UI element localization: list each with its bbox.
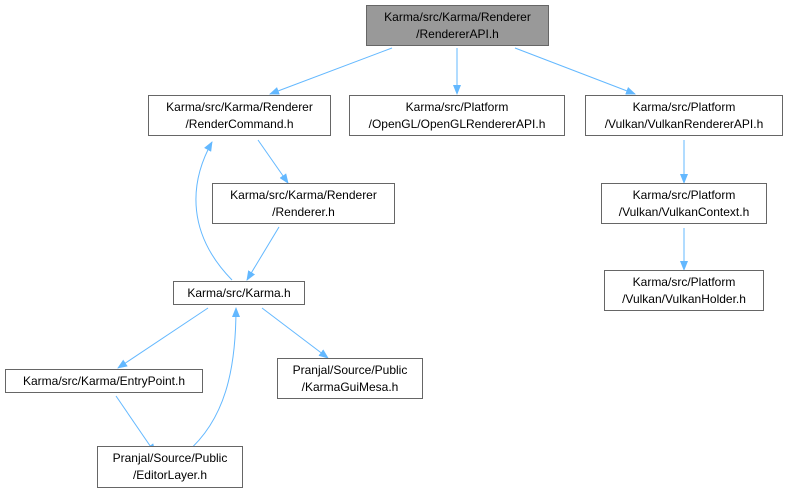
edge-editorlayer-to-entrypoint [115, 395, 156, 454]
node-entry-point-label: Karma/src/Karma/EntryPoint.h [23, 373, 185, 390]
node-karma[interactable]: Karma/src/Karma.h [173, 281, 305, 305]
edge-karmaguimesa-to-karma [261, 307, 329, 359]
edge-karma-to-rendercommand [195, 141, 233, 281]
node-renderer-api-label: Karma/src/Karma/Renderer /RendererAPI.h [384, 9, 531, 43]
node-label-line: /RenderCommand.h [185, 116, 294, 131]
node-label-line: Karma/src/Karma/Renderer [384, 9, 531, 24]
node-label-line: Pranjal/Source/Public [292, 362, 408, 377]
node-opengl-renderer-api[interactable]: Karma/src/Platform /OpenGL/OpenGLRendere… [349, 95, 565, 136]
node-label-line: Karma/src/Karma/EntryPoint.h [22, 373, 186, 388]
node-label-line: Karma/src/Karma/Renderer [166, 99, 313, 114]
node-label-line: /Renderer.h [272, 204, 335, 219]
edge-editorlayer-to-karma [185, 307, 240, 454]
node-label-line: /KarmaGuiMesa.h [301, 379, 399, 394]
node-entry-point[interactable]: Karma/src/Karma/EntryPoint.h [5, 369, 203, 393]
node-editor-layer-label: Pranjal/Source/Public /EditorLayer.h [113, 450, 228, 484]
node-renderer[interactable]: Karma/src/Karma/Renderer /Renderer.h [212, 183, 395, 224]
node-label-line: /Vulkan/VulkanRendererAPI.h [604, 116, 764, 131]
edge-vulkanrendererapi-to-rendererapi [514, 47, 636, 95]
node-label-line: /RendererAPI.h [416, 26, 499, 41]
node-vulkan-holder-label: Karma/src/Platform /Vulkan/VulkanHolder.… [622, 274, 746, 308]
node-renderer-label: Karma/src/Karma/Renderer /Renderer.h [230, 187, 377, 221]
node-karma-gui-mesa-label: Pranjal/Source/Public /KarmaGuiMesa.h [293, 362, 408, 396]
node-label-line: Karma/src/Karma.h [187, 285, 291, 300]
node-opengl-renderer-api-label: Karma/src/Platform /OpenGL/OpenGLRendere… [369, 99, 546, 133]
node-editor-layer[interactable]: Pranjal/Source/Public /EditorLayer.h [97, 446, 243, 488]
node-render-command[interactable]: Karma/src/Karma/Renderer /RenderCommand.… [148, 95, 331, 136]
node-label-line: /Vulkan/VulkanHolder.h [622, 291, 746, 306]
node-vulkan-renderer-api-label: Karma/src/Platform /Vulkan/VulkanRendere… [605, 99, 764, 133]
node-label-line: Pranjal/Source/Public [112, 451, 228, 465]
node-vulkan-context-label: Karma/src/Platform /Vulkan/VulkanContext… [619, 187, 750, 221]
node-karma-gui-mesa[interactable]: Pranjal/Source/Public /KarmaGuiMesa.h [277, 358, 423, 399]
edge-renderer-to-rendercommand [257, 139, 289, 184]
node-renderer-api[interactable]: Karma/src/Karma/Renderer /RendererAPI.h [366, 5, 549, 46]
node-label-line: Karma/src/Platform [632, 187, 736, 202]
node-vulkan-renderer-api[interactable]: Karma/src/Platform /Vulkan/VulkanRendere… [585, 95, 783, 136]
node-label-line: /EditorLayer.h [132, 468, 208, 482]
node-label-line: /Vulkan/VulkanContext.h [618, 204, 750, 219]
node-label-line: Karma/src/Karma/Renderer [230, 187, 377, 202]
node-render-command-label: Karma/src/Karma/Renderer /RenderCommand.… [166, 99, 313, 133]
edge-rendercommand-to-rendererapi [269, 47, 393, 95]
edge-entrypoint-to-karma [117, 307, 209, 369]
node-karma-label: Karma/src/Karma.h [187, 285, 290, 302]
node-vulkan-context[interactable]: Karma/src/Platform /Vulkan/VulkanContext… [601, 183, 767, 224]
node-vulkan-holder[interactable]: Karma/src/Platform /Vulkan/VulkanHolder.… [604, 270, 764, 311]
node-label-line: /OpenGL/OpenGLRendererAPI.h [368, 116, 546, 131]
edge-karma-to-renderer [246, 226, 280, 281]
node-label-line: Karma/src/Platform [632, 99, 736, 114]
node-label-line: Karma/src/Platform [405, 99, 509, 114]
node-label-line: Karma/src/Platform [632, 274, 736, 289]
